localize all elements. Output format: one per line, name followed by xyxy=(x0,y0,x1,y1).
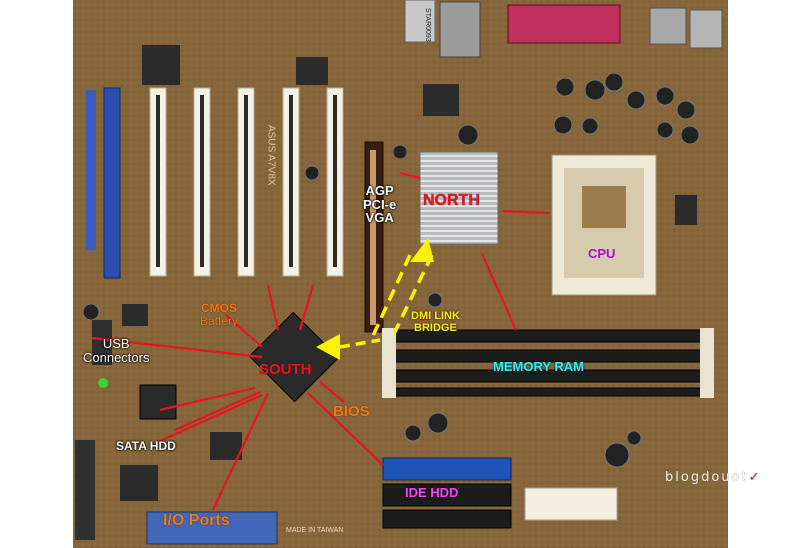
dmi-arrows xyxy=(370,254,434,339)
label-agp: AGP PCI-e VGA xyxy=(363,183,397,226)
label-bios: BIOS xyxy=(333,403,370,420)
io-port-connector xyxy=(146,511,278,545)
capacitors xyxy=(82,72,700,468)
arrow-head-left xyxy=(316,334,340,360)
label-north: NORTH xyxy=(423,192,480,209)
southbridge-chip xyxy=(248,311,340,403)
board-model-mark: ASUS A7V8X xyxy=(265,124,277,186)
made-in-mark: MADE IN TAIWAN xyxy=(286,527,344,534)
watermark-check-icon: ✓ xyxy=(748,470,762,485)
label-sata-hdd: SATA HDD xyxy=(116,439,176,453)
parallel-port xyxy=(507,4,621,44)
label-cmos-battery: CMOS Battery xyxy=(200,301,239,328)
label-south: SOUTH xyxy=(259,361,312,378)
chip-mark: STAR0093 xyxy=(424,8,431,42)
label-dmi-link-bridge: DMI LINK BRIDGE xyxy=(411,310,460,334)
label-cpu: CPU xyxy=(588,246,616,261)
arrow-head-up xyxy=(410,238,434,262)
label-ide-hdd: IDE HDD xyxy=(405,485,459,500)
label-memory-ram: MEMORY RAM xyxy=(493,359,584,374)
blue-slot xyxy=(103,87,121,279)
rear-io-block xyxy=(404,0,436,43)
ide-connector-blue xyxy=(382,457,512,481)
annotation-lines xyxy=(91,171,551,511)
watermark: blogdouot✓ xyxy=(665,470,762,485)
pci-slots xyxy=(149,87,344,277)
ide-connector-black-2 xyxy=(382,509,512,529)
northbridge-heatsink xyxy=(419,151,499,245)
label-io-ports: I/O Ports xyxy=(163,512,230,529)
ide-connector-black xyxy=(382,483,512,507)
label-usb-connectors: USB Connectors xyxy=(83,336,150,365)
atx-power-connector xyxy=(524,487,618,521)
bios-chip xyxy=(139,384,177,420)
